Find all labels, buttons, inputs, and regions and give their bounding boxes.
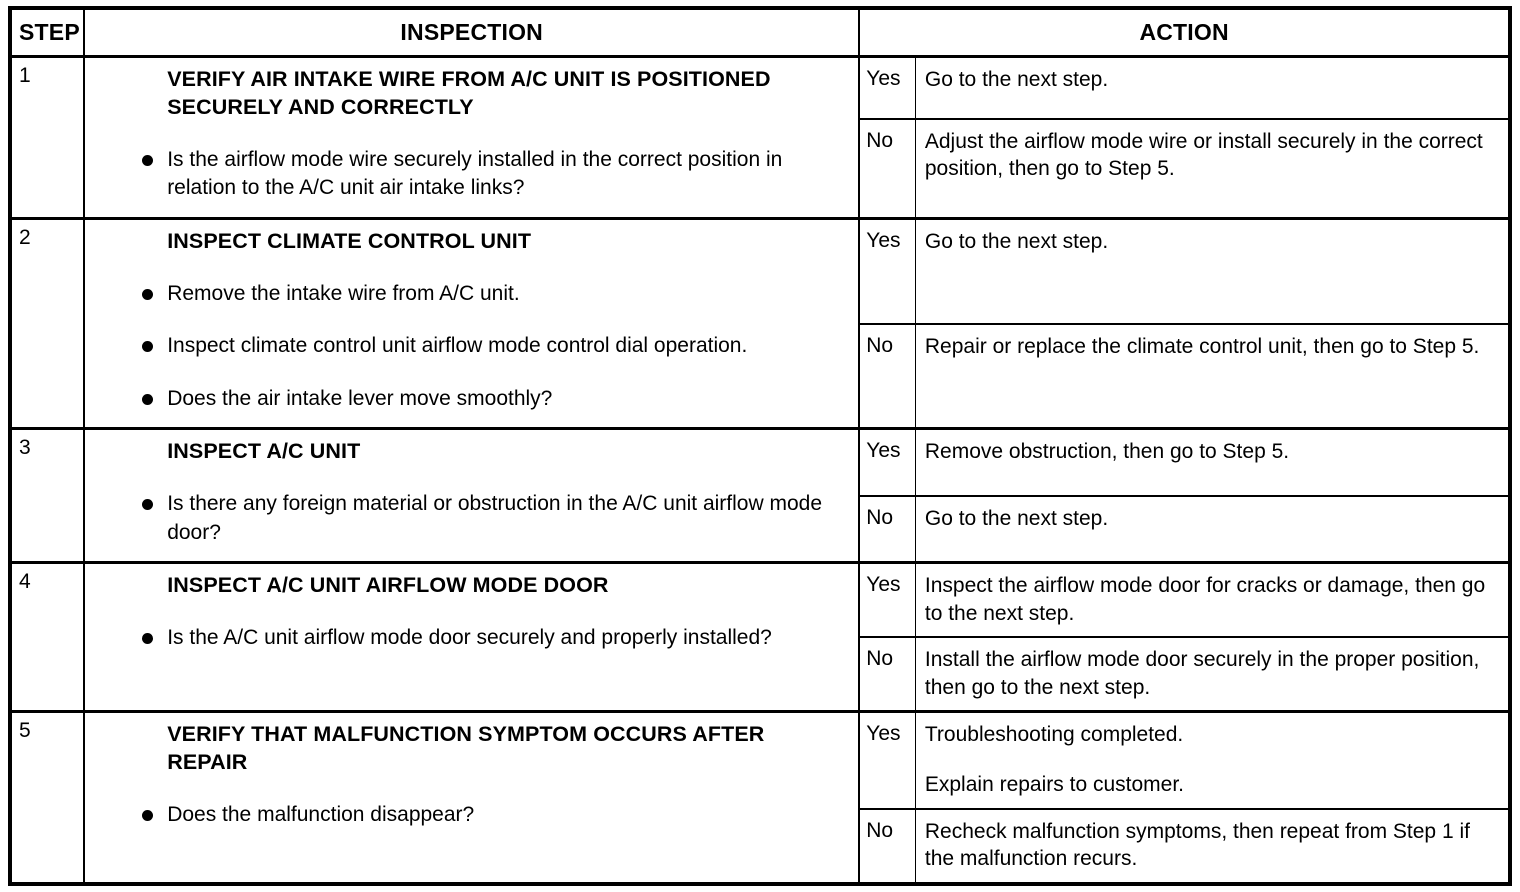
- column-header-inspection: INSPECTION: [83, 8, 861, 58]
- answer-label-yes: Yes: [858, 710, 916, 810]
- action-text: Troubleshooting completed.: [924, 723, 1184, 747]
- action-cell-yes: Troubleshooting completed. Explain repai…: [914, 710, 1510, 810]
- inspection-title: VERIFY AIR INTAKE WIRE FROM A/C UNIT IS …: [167, 67, 771, 119]
- inspection-cell: INSPECT A/C UNIT AIRFLOW MODE DOOR Is th…: [83, 560, 861, 713]
- inspection-title: INSPECT A/C UNIT AIRFLOW MODE DOOR: [167, 572, 609, 597]
- action-cell-yes: Remove obstruction, then go to Step 5.: [914, 427, 1510, 497]
- answer-label-no: No: [858, 495, 916, 563]
- inspection-title: VERIFY THAT MALFUNCTION SYMPTOM OCCURS A…: [167, 722, 765, 775]
- column-header-action: ACTION: [858, 8, 1510, 58]
- answer-label-no: No: [858, 808, 916, 885]
- list-item: Is the A/C unit airflow mode door secure…: [95, 624, 848, 653]
- table-row: 5 VERIFY THAT MALFUNCTION SYMPTOM OCCURS…: [10, 710, 1510, 886]
- table-row: No Go to the next step.: [10, 495, 1510, 563]
- answer-label-no: No: [858, 323, 916, 430]
- bullet-dot-icon: [142, 154, 154, 166]
- inspection-bullet-list: Does the malfunction disappear?: [95, 801, 848, 830]
- header-row: STEP INSPECTION ACTION: [10, 8, 1510, 58]
- inspection-cell: INSPECT CLIMATE CONTROL UNIT Remove the …: [83, 216, 861, 430]
- action-cell-no: Go to the next step.: [914, 495, 1510, 563]
- bullet-dot-icon: [142, 341, 154, 353]
- table-row: 2 INSPECT CLIMATE CONTROL UNIT Remove th…: [10, 216, 1510, 430]
- inspection-bullet-list: Is the airflow mode wire securely instal…: [95, 146, 848, 203]
- bullet-dot-icon: [142, 499, 154, 511]
- inspection-title: INSPECT A/C UNIT: [167, 439, 361, 464]
- action-cell-no: Adjust the airflow mode wire or install …: [914, 118, 1510, 219]
- action-cell-no: Recheck malfunction symptoms, then repea…: [914, 808, 1510, 885]
- bullet-text: Does the malfunction disappear?: [167, 803, 475, 827]
- bullet-text: Is the airflow mode wire securely instal…: [167, 147, 783, 200]
- action-text: Remove obstruction, then go to Step 5.: [924, 440, 1290, 464]
- bullet-dot-icon: [142, 393, 154, 405]
- table-row: 1 VERIFY AIR INTAKE WIRE FROM A/C UNIT I…: [10, 54, 1510, 220]
- inspection-bullet-list: Remove the intake wire from A/C unit. In…: [95, 280, 848, 414]
- inspection-bullet-list: Is there any foreign material or obstruc…: [95, 490, 848, 547]
- answer-label-no: No: [858, 636, 916, 713]
- bullet-dot-icon: [142, 288, 154, 300]
- troubleshooting-table: STEP INSPECTION ACTION 1 VERIFY AIR INTA…: [8, 6, 1512, 886]
- step-number: 5: [10, 710, 86, 886]
- table-row: 4 INSPECT A/C UNIT AIRFLOW MODE DOOR Is …: [10, 560, 1510, 713]
- inspection-cell: INSPECT A/C UNIT Is there any foreign ma…: [83, 427, 861, 564]
- action-text: Go to the next step.: [924, 506, 1109, 530]
- action-text: Explain repairs to customer.: [924, 772, 1184, 796]
- inspection-title: INSPECT CLIMATE CONTROL UNIT: [167, 228, 532, 253]
- list-item: Remove the intake wire from A/C unit.: [95, 280, 848, 309]
- action-cell-no: Repair or replace the climate control un…: [914, 323, 1510, 430]
- answer-label-yes: Yes: [858, 216, 916, 325]
- answer-label-yes: Yes: [858, 427, 916, 497]
- inspection-cell: VERIFY AIR INTAKE WIRE FROM A/C UNIT IS …: [83, 55, 861, 220]
- table-body: 1 VERIFY AIR INTAKE WIRE FROM A/C UNIT I…: [10, 54, 1510, 886]
- column-header-step: STEP: [10, 8, 86, 58]
- action-text: Go to the next step.: [924, 68, 1109, 91]
- table-row: No Repair or replace the climate control…: [10, 323, 1510, 430]
- action-text: Inspect the airflow mode door for cracks…: [924, 573, 1486, 625]
- step-number: 3: [10, 427, 86, 564]
- bullet-dot-icon: [142, 810, 154, 822]
- action-cell-yes: Go to the next step.: [914, 54, 1510, 120]
- list-item: Does the air intake lever move smoothly?: [95, 385, 848, 414]
- table-header: STEP INSPECTION ACTION: [10, 8, 1510, 58]
- inspection-bullet-list: Is the A/C unit airflow mode door secure…: [95, 624, 848, 653]
- bullet-text: Remove the intake wire from A/C unit.: [167, 281, 520, 305]
- step-number: 1: [10, 55, 86, 220]
- bullet-dot-icon: [142, 632, 154, 644]
- answer-label-yes: Yes: [858, 560, 916, 639]
- table-row: No Install the airflow mode door securel…: [10, 636, 1510, 713]
- step-number: 4: [10, 560, 86, 713]
- action-cell-yes: Go to the next step.: [914, 216, 1510, 325]
- list-item: Is the airflow mode wire securely instal…: [95, 146, 848, 203]
- action-text: Repair or replace the climate control un…: [924, 334, 1480, 358]
- step-number: 2: [10, 216, 86, 430]
- bullet-text: Does the air intake lever move smoothly?: [167, 386, 553, 410]
- bullet-text: Inspect climate control unit airflow mod…: [167, 334, 748, 358]
- action-cell-no: Install the airflow mode door securely i…: [914, 636, 1510, 713]
- bullet-text: Is there any foreign material or obstruc…: [167, 492, 823, 544]
- list-item: Is there any foreign material or obstruc…: [95, 490, 848, 547]
- action-cell-yes: Inspect the airflow mode door for cracks…: [914, 560, 1510, 639]
- table-row: 3 INSPECT A/C UNIT Is there any foreign …: [10, 427, 1510, 564]
- list-item: Inspect climate control unit airflow mod…: [95, 332, 848, 361]
- table-row: No Recheck malfunction symptoms, then re…: [10, 808, 1510, 885]
- bullet-text: Is the A/C unit airflow mode door secure…: [167, 625, 772, 649]
- action-text: Go to the next step.: [924, 229, 1109, 253]
- answer-label-yes: Yes: [858, 54, 916, 120]
- action-text: Recheck malfunction symptoms, then repea…: [924, 819, 1470, 871]
- list-item: Does the malfunction disappear?: [95, 801, 848, 830]
- action-text: Install the airflow mode door securely i…: [924, 648, 1480, 699]
- inspection-cell: VERIFY THAT MALFUNCTION SYMPTOM OCCURS A…: [83, 710, 861, 886]
- answer-label-no: No: [858, 118, 916, 219]
- action-text: Adjust the airflow mode wire or install …: [924, 129, 1483, 181]
